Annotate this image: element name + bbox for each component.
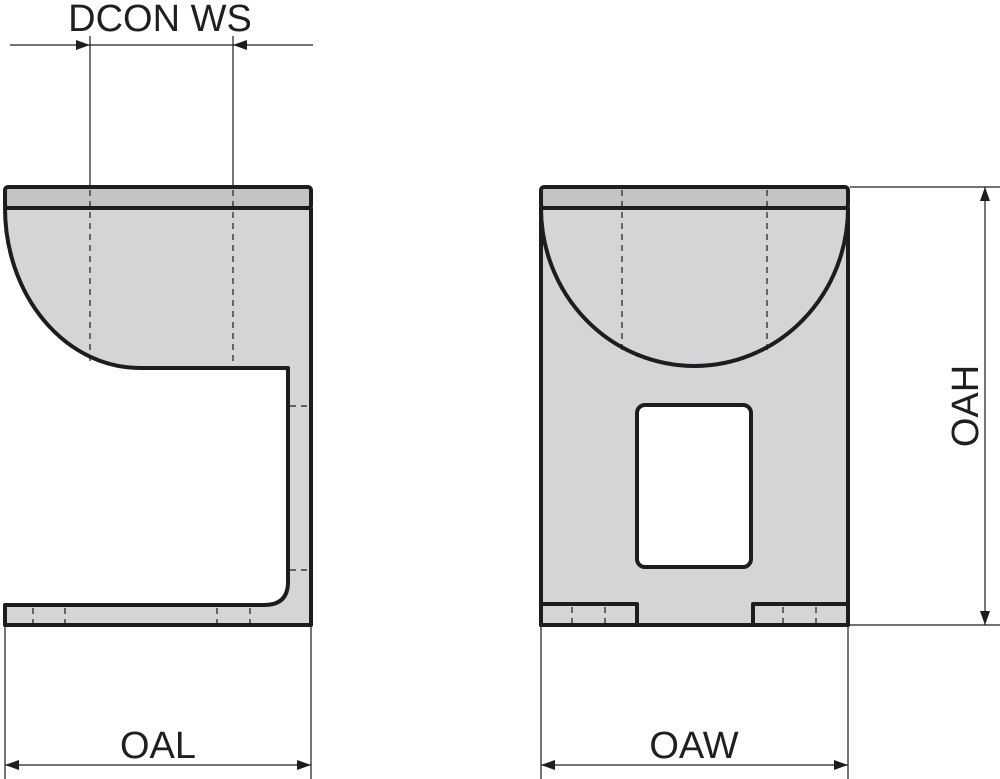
front-view — [539, 185, 850, 627]
oah-label: OAH — [945, 365, 987, 447]
side-view-top-band — [3, 185, 313, 210]
window-cutout — [635, 403, 753, 569]
side-view — [3, 185, 313, 627]
left-foot — [539, 602, 639, 627]
oaw-dimension: OAW — [540, 627, 849, 779]
side-view-body — [3, 206, 313, 627]
dcon-ws-dimension: DCON WS — [10, 0, 313, 187]
right-foot — [751, 602, 850, 627]
oah-dimension: OAH — [850, 186, 1000, 626]
front-view-arc — [539, 207, 850, 368]
oaw-label: OAW — [649, 725, 738, 767]
dcon-ws-label: DCON WS — [68, 0, 252, 40]
oal-dimension: OAL — [4, 627, 312, 779]
oal-label: OAL — [120, 725, 196, 767]
front-view-top-band — [539, 185, 850, 210]
